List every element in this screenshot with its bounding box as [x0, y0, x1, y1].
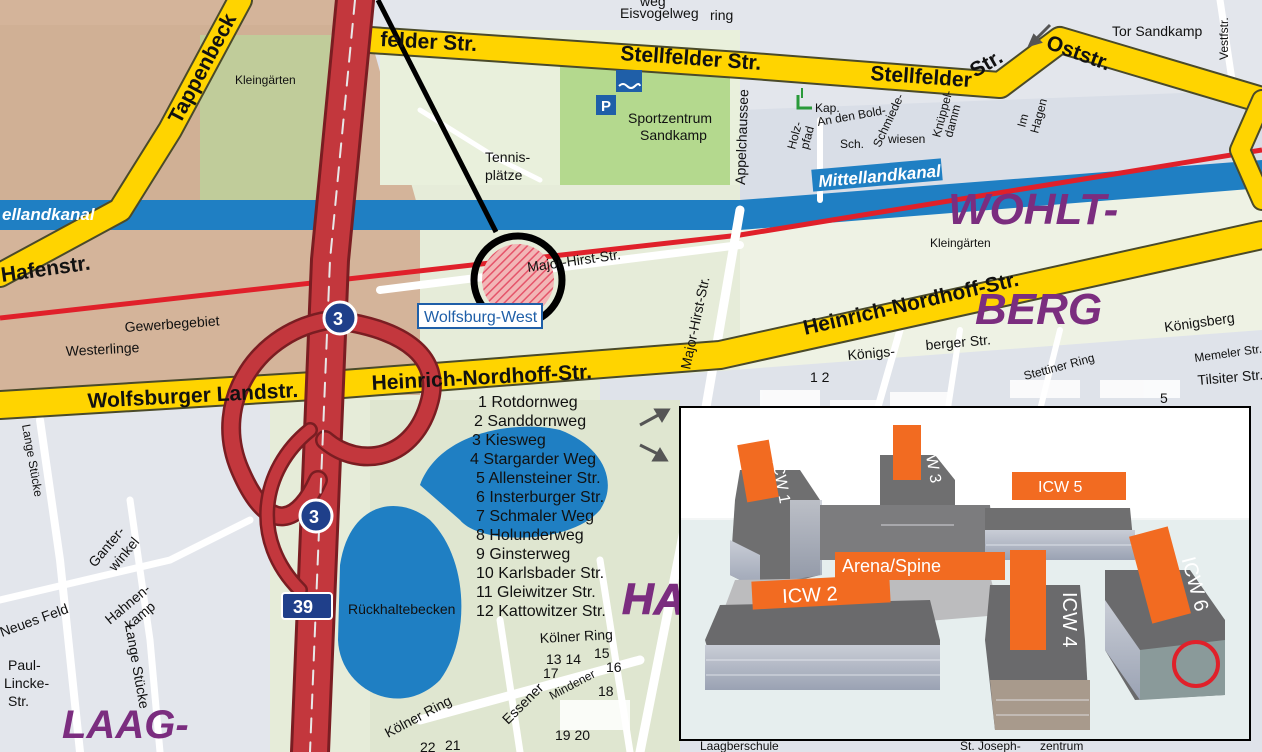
inset-building-labels: ICW 1 ICW 3 ICW 5 Arena/Spine ICW 2 ICW …: [737, 425, 1212, 650]
place-label-kleingaerten-2: Kleingärten: [930, 236, 991, 250]
place-label-westerlinge: Westerlinge: [65, 339, 140, 359]
place-label-tennis-1: Tennis-: [485, 149, 530, 165]
district-laag: LAAG-: [62, 703, 189, 747]
svg-text:39: 39: [293, 597, 313, 617]
street-legend-item: 8 Holunderweg: [476, 527, 584, 544]
place-label-tennis-2: plätze: [485, 167, 523, 183]
svg-text:ICW 5: ICW 5: [1038, 479, 1083, 496]
building-label-arena: Arena/Spine: [835, 552, 1005, 580]
map-number: 21: [445, 737, 461, 752]
map-number: 16: [606, 659, 622, 675]
district-berg: BERG: [975, 285, 1102, 334]
map-number: 1 2: [810, 369, 830, 385]
svg-text:ICW 2: ICW 2: [782, 583, 839, 608]
street-legend-item: 5 Allensteiner Str.: [476, 470, 601, 487]
motorway-shields: 3 3 39: [281, 300, 358, 620]
road-label-ring: ring: [710, 7, 733, 23]
place-label-sportzentrum-2: Sandkamp: [640, 127, 707, 143]
map-number: 15: [594, 645, 610, 661]
place-label-tor-sandkamp: Tor Sandkamp: [1112, 23, 1202, 39]
district-wohlt: WOHLT-: [948, 185, 1118, 234]
road-label-appelchaussee: Appelchaussee: [732, 89, 751, 185]
main-roads: [0, 0, 1262, 420]
place-labels: Kleingärten Kleingärten Sportzentrum San…: [65, 23, 1202, 752]
road-label-tilsiter: Tilsiter Str.: [1197, 366, 1262, 388]
swimming-pool-icon: [616, 70, 642, 92]
road-label-vestfstr: Vestfstr.: [1217, 17, 1231, 60]
building-label-icw2: ICW 2: [751, 574, 891, 610]
street-legend-item: 9 Ginsterweg: [476, 546, 570, 563]
street-legend-item: 11 Gleiwitzer Str.: [476, 584, 596, 601]
direction-arrows: [639, 23, 1052, 462]
district-labels: WOHLT- BERG LAAG- HA: [62, 185, 1118, 747]
building-label-icw5: ICW 5: [1012, 472, 1126, 500]
district-ha: HA: [622, 575, 686, 624]
svg-text:ICW 4: ICW 4: [1058, 592, 1080, 648]
street-legend-item: 6 Insterburger Str.: [476, 489, 604, 506]
place-label-bottom-3: zentrum: [1040, 739, 1083, 752]
street-legend-item: 10 Karlsbader Str.: [476, 565, 604, 582]
road-label-eisvogelweg: Eisvogelweg: [620, 5, 699, 21]
building-label-icw3: ICW 3: [893, 425, 944, 485]
road-label-berger-str: berger Str.: [925, 331, 992, 353]
station-label: Wolfsburg-West: [424, 309, 538, 326]
svg-text:Arena/Spine: Arena/Spine: [842, 556, 941, 576]
road-label-boldsch: Sch.: [840, 137, 864, 151]
street-legend-item: 1 Rotdornweg: [478, 394, 578, 411]
svg-text:3: 3: [333, 309, 343, 329]
parking-icon: P: [596, 95, 616, 115]
street-legend-item: 4 Stargarder Weg: [470, 451, 596, 468]
map-numbers: 1 2 13 14 15 16 17 18 19 20 21 22 5: [420, 369, 1168, 752]
place-label-kap: Kap.: [815, 101, 840, 115]
street-legend-item: 2 Sanddornweg: [474, 413, 586, 430]
junction-shield-1: 3: [322, 300, 358, 336]
chapel-icon: [796, 88, 812, 110]
street-legend: 1 Rotdornweg 2 Sanddornweg 3 Kiesweg 4 S…: [470, 394, 606, 620]
street-legend-item: 3 Kiesweg: [472, 432, 546, 449]
road-label-weg: weg: [639, 0, 666, 9]
road-label-str: Str.: [8, 693, 29, 709]
a39-shield: 39: [281, 592, 333, 620]
canal-label-left: ellandkanal: [2, 205, 96, 224]
place-label-bottom-1: Laagberschule: [700, 739, 779, 752]
inset-highlight-ring: [1172, 640, 1220, 688]
map-number: 13 14: [546, 651, 581, 667]
motorway-a39: [221, 0, 442, 752]
street-legend-item: 12 Kattowitzer Str.: [476, 603, 606, 620]
residential-blocks: [560, 380, 1180, 730]
svg-text:3: 3: [309, 507, 319, 527]
road-label-stellfelder-1: felder Str.: [380, 28, 478, 56]
map-number: 5: [1160, 390, 1168, 406]
parking-label: P: [601, 98, 611, 115]
road-label-wiesen: wiesen: [887, 132, 925, 146]
campus-inset[interactable]: ICW 1 ICW 3 ICW 5 Arena/Spine ICW 2 ICW …: [679, 406, 1251, 741]
road-label-koenigs: Königs-: [847, 343, 896, 363]
road-label-im: Im: [1014, 112, 1031, 129]
map-number: 17: [543, 665, 559, 681]
marker-hatched-fill: [482, 244, 554, 316]
street-legend-item: 7 Schmaler Weg: [476, 508, 594, 525]
road-label-paul: Paul-: [8, 657, 41, 673]
junction-shield-2: 3: [298, 498, 334, 534]
road-label-pfad: pfad: [797, 125, 817, 151]
place-label-gewerbegebiet: Gewerbegebiet: [124, 312, 220, 335]
place-label-bottom-2: St. Joseph-: [960, 739, 1021, 752]
place-label-kleingaerten-1: Kleingärten: [235, 73, 296, 87]
marker-pointer-line: [375, 0, 499, 234]
station-sign[interactable]: Wolfsburg-West: [417, 303, 543, 329]
road-label-lincke: Lincke-: [4, 675, 49, 691]
road-label-koelner-ring-1: Kölner Ring: [539, 626, 613, 646]
map-number: 22: [420, 739, 436, 752]
place-label-rueckhaltebecken: Rückhaltebecken: [348, 601, 455, 617]
building-label-icw4: ICW 4: [1010, 550, 1080, 650]
map-number: 19 20: [555, 727, 590, 743]
map-number: 18: [598, 683, 614, 699]
place-label-sportzentrum-1: Sportzentrum: [628, 110, 712, 126]
